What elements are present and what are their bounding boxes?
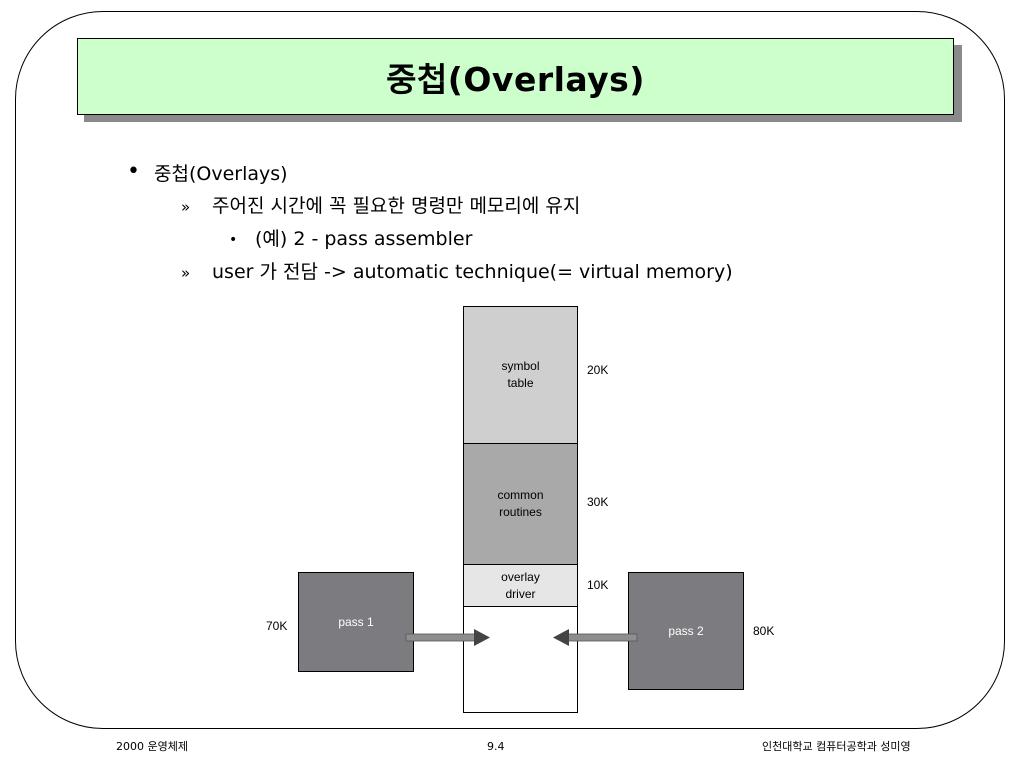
pass2-label: pass 2	[668, 623, 704, 638]
bullet-marker-l1: •	[127, 159, 140, 184]
arrow-pass1-to-overlay	[405, 629, 490, 646]
overlay-area-block	[463, 606, 578, 713]
bullet-marker-l3: •	[229, 232, 238, 248]
footer-left: 2000 운영체제	[116, 740, 188, 753]
pass1-block: pass 1	[298, 572, 414, 672]
slide-frame	[15, 11, 1005, 729]
symbol-table-line1: symbol	[501, 359, 540, 374]
title-box: 중첩(Overlays)	[77, 38, 954, 115]
footer-page-number: 9.4	[487, 740, 505, 753]
overlay-driver-block: overlay driver	[463, 564, 578, 607]
bullet-marker-l2a: »	[181, 198, 191, 216]
arrow-pass2-to-overlay	[553, 629, 638, 646]
overlay-driver-line1: overlay	[501, 569, 540, 584]
common-routines-size: 30K	[587, 495, 609, 509]
bullet-marker-l2b: »	[181, 264, 191, 282]
symbol-table-line2: table	[507, 376, 534, 390]
bullet-l2b: user 가 전담 -> automatic technique(= virtu…	[212, 261, 733, 283]
common-routines-line1: common	[497, 488, 544, 503]
pass1-size: 70K	[266, 619, 288, 633]
overlay-driver-size: 10K	[587, 578, 609, 592]
common-routines-line2: routines	[499, 505, 542, 519]
footer-right: 인천대학교 컴퓨터공학과 성미영	[762, 740, 911, 753]
pass2-size: 80K	[753, 624, 775, 638]
bullet-l2a: 주어진 시간에 꼭 필요한 명령만 메모리에 유지	[212, 195, 581, 217]
bullet-l3: (예) 2 - pass assembler	[255, 228, 473, 250]
bullet-l1: 중첩(Overlays)	[154, 163, 288, 185]
pass2-block: pass 2	[628, 572, 744, 690]
slide-title: 중첩(Overlays)	[386, 59, 645, 99]
symbol-table-size: 20K	[587, 363, 609, 377]
common-routines-block: common routines	[463, 443, 578, 565]
pass1-label: pass 1	[338, 614, 374, 629]
overlay-driver-line2: driver	[505, 586, 536, 601]
symbol-table-block: symbol table	[463, 306, 578, 444]
